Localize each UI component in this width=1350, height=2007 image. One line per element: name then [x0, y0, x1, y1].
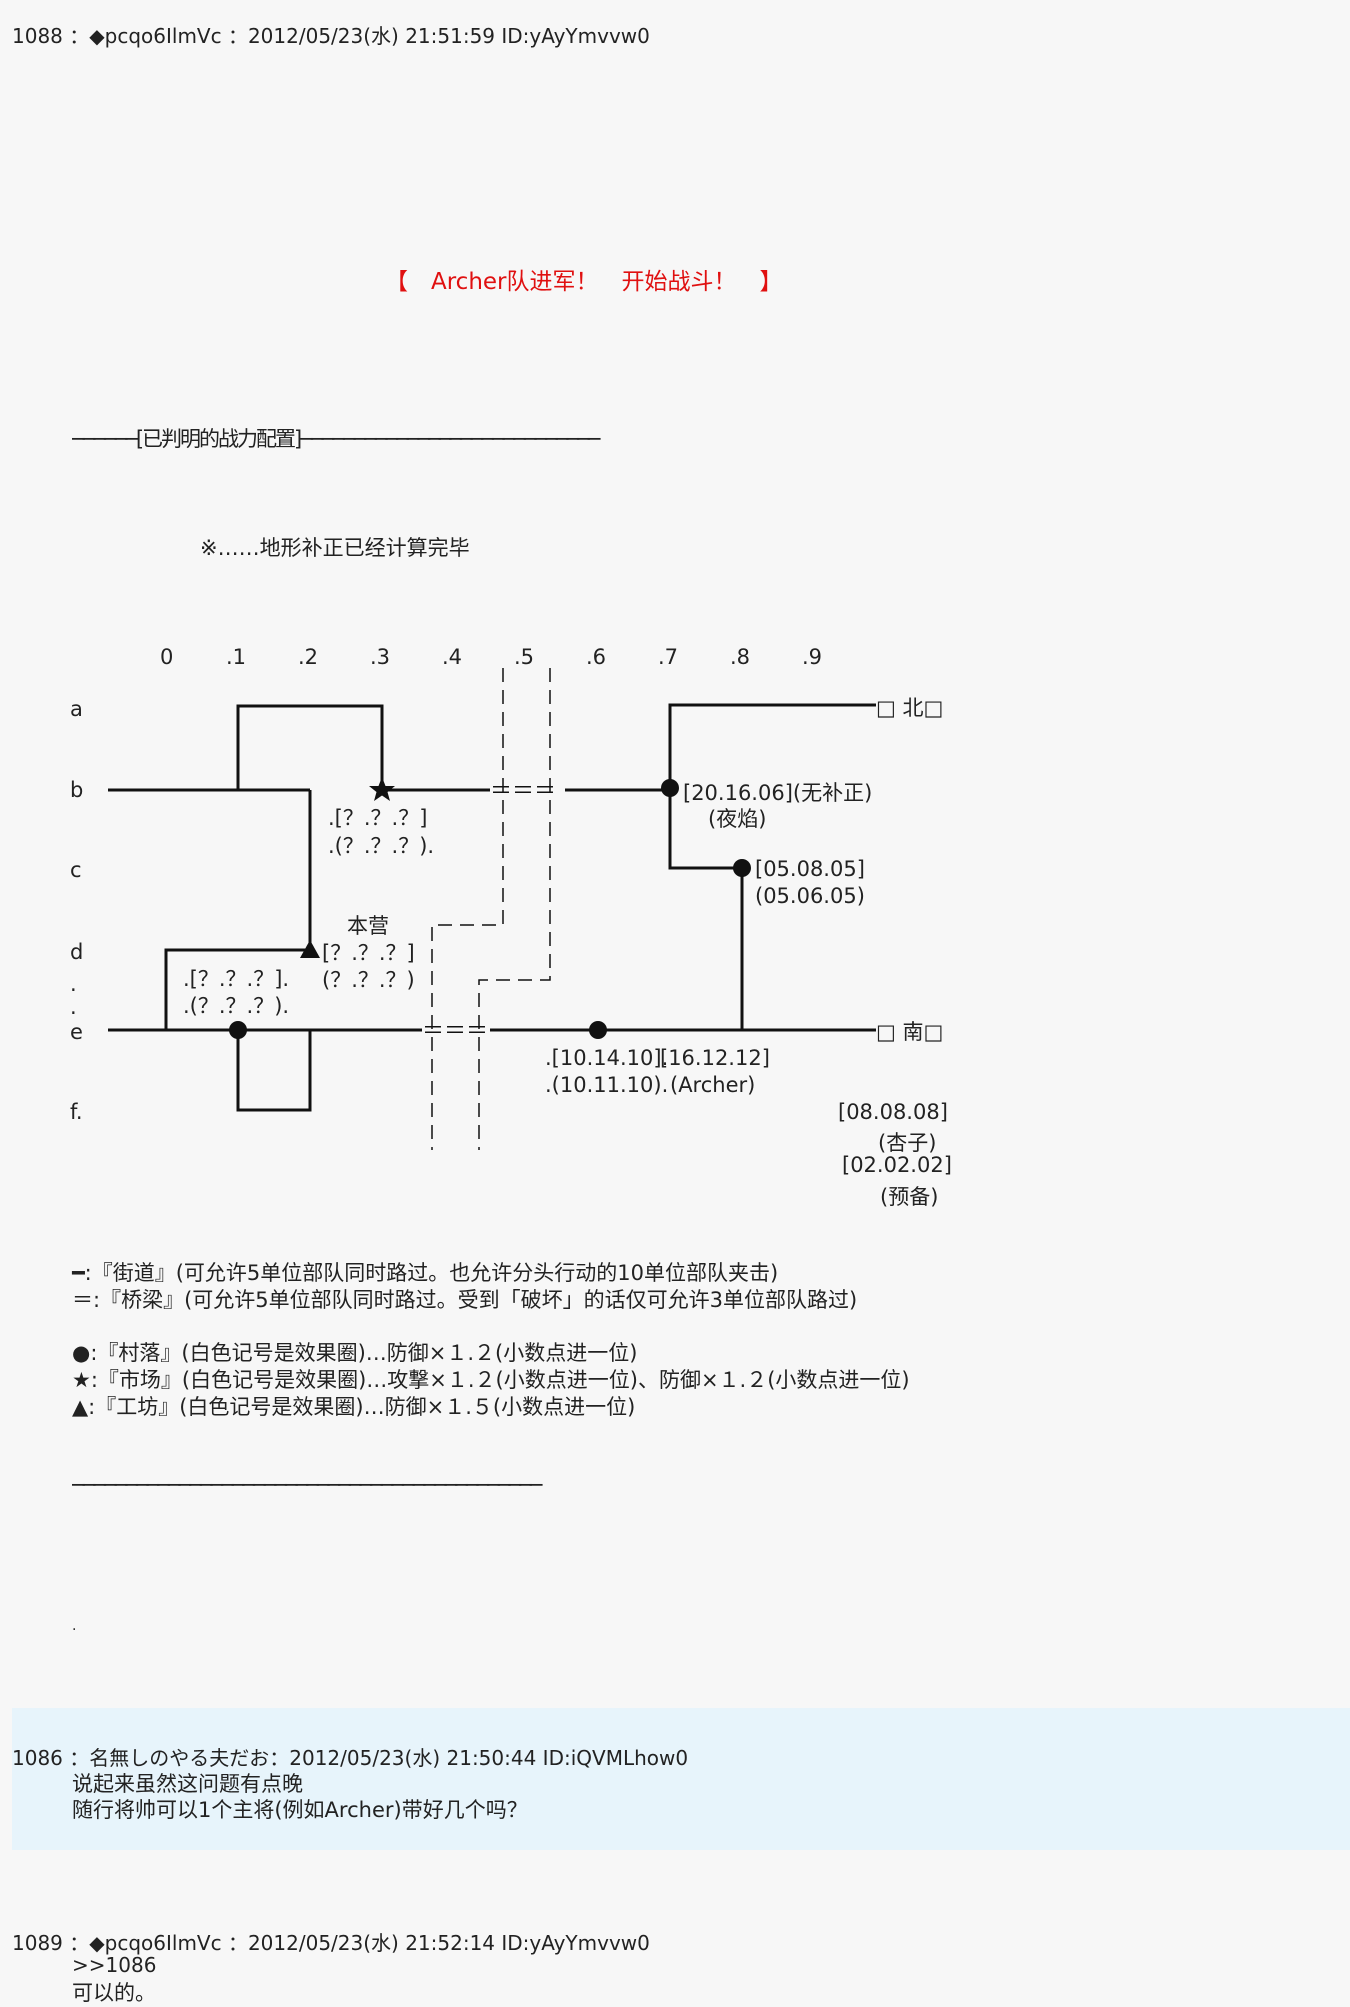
- road-segment: [164, 948, 310, 1030]
- section-title: ──────[已判明的战力配置]────────────────────────…: [72, 427, 600, 451]
- row-label: .: [70, 995, 77, 1019]
- col-label: .2: [298, 645, 319, 669]
- row-label: .: [70, 972, 77, 996]
- headquarters-stats-sub: (？.？.？): [322, 968, 415, 992]
- village-node-b-yeyan: [661, 779, 679, 797]
- row-label: e: [70, 1020, 83, 1044]
- post-header: 1089 ：◆pcqo6IlmVc ：2012/05/23(水) 21:52:1…: [12, 1931, 650, 1955]
- e-mid-stats: .[10.14.10].: [545, 1046, 669, 1070]
- anzu-stats: [08.08.08]: [838, 1100, 948, 1124]
- reply-link[interactable]: >>1086: [72, 1953, 157, 1977]
- post-1089: 1089 ：◆pcqo6IlmVc ：2012/05/23(水) 21:52:1…: [12, 1910, 1350, 2005]
- col-label: .9: [802, 645, 823, 669]
- post-line: 说起来虽然这问题有点晚: [72, 1772, 303, 1796]
- post-line: 随行将帅可以1个主将(例如Archer)带好几个吗？: [72, 1798, 528, 1822]
- row-label: c: [70, 858, 82, 882]
- battle-map: ＝＝＝ ＝＝＝: [108, 668, 876, 1150]
- row-label: f.: [70, 1100, 83, 1124]
- market-node-star: [369, 777, 395, 801]
- c-node-stats-sub: (05.06.05): [755, 884, 865, 908]
- yeyan-name: (夜焰): [708, 807, 767, 831]
- section-rule: ────────────────────────────────────────…: [72, 1473, 542, 1497]
- col-label: .1: [226, 645, 247, 669]
- e-mid-stats-sub: .(10.11.10).: [545, 1073, 669, 1097]
- road-segment: [668, 703, 876, 790]
- legend-village: ●:『村落』(白色记号是效果圈)…防御×１.２(小数点进一位): [72, 1341, 638, 1365]
- col-label: .5: [514, 645, 535, 669]
- north-exit: □ 北□: [876, 696, 944, 720]
- legend-road: ━:『街道』(可允许5单位部队同时路过。也允许分头行动的10单位部队夹击): [72, 1261, 779, 1285]
- map-legend: ━:『街道』(可允许5单位部队同时路过。也允许分头行动的10单位部队夹击) ＝:…: [72, 1260, 910, 1421]
- star-stats: .[？.？.？]: [328, 806, 428, 830]
- headquarters-stats: [？.？.？]: [322, 941, 415, 965]
- river-line: [431, 668, 504, 1150]
- legend-workshop: ▲:『工坊』(白色记号是效果圈)…防御×１.５(小数点进一位): [72, 1395, 636, 1419]
- road-segment: [236, 1030, 312, 1112]
- col-label: .7: [658, 645, 679, 669]
- archer-name: (Archer): [670, 1073, 756, 1097]
- village-node-c: [733, 859, 751, 877]
- village-node-e-mid: [589, 1021, 607, 1039]
- col-label: .6: [586, 645, 607, 669]
- terrain-note: ※……地形补正已经计算完毕: [200, 536, 470, 560]
- col-label: 0: [160, 645, 174, 669]
- col-label: .3: [370, 645, 391, 669]
- workshop-node-triangle: [300, 940, 320, 958]
- post-1088: 1088 ：◆pcqo6IlmVc ：2012/05/23(水) 21:51:5…: [12, 24, 952, 1634]
- south-exit: □ 南□: [876, 1020, 944, 1044]
- legend-market: ★:『市场』(白色记号是效果圈)…攻撃×１.２(小数点进一位)、防御×１.２(小…: [72, 1368, 910, 1392]
- row-label: a: [70, 697, 83, 721]
- e-left-stats-sub: .(？.？.？).: [183, 994, 290, 1018]
- anzu-name: (杏子): [878, 1131, 937, 1155]
- reserve-stats: [02.02.02]: [842, 1153, 952, 1177]
- c-node-stats: [05.08.05]: [755, 857, 865, 881]
- post-1086: 1086 ：名無しのやる夫だお：2012/05/23(水) 21:50:44 I…: [12, 1708, 1350, 1850]
- bridge-b: ＝＝＝: [490, 779, 556, 804]
- post-line: 可以的。: [72, 1981, 156, 2005]
- star-stats-sub: .(？.？.？).: [328, 834, 435, 858]
- reserve-name: (预备): [880, 1185, 939, 1209]
- post-header: 1086 ：名無しのやる夫だお：2012/05/23(水) 21:50:44 I…: [12, 1746, 689, 1770]
- road-segment: [668, 790, 744, 1030]
- e-left-stats: .[？.？.？].: [183, 967, 290, 991]
- village-node-e-left: [229, 1021, 247, 1039]
- post-tail: .: [72, 1618, 77, 1634]
- legend-bridge: ＝:『桥梁』(可允许5单位部队同时路过。受到「破坏」的话仅可允许3单位部队路过): [72, 1288, 858, 1312]
- post-header: 1088 ：◆pcqo6IlmVc ：2012/05/23(水) 21:51:5…: [12, 24, 650, 48]
- col-label: .4: [442, 645, 463, 669]
- headquarters-label: 本营: [347, 914, 389, 938]
- archer-stats: [16.12.12]: [660, 1046, 770, 1070]
- battle-banner: 【 Archer队进军！ 开始战斗！ 】: [385, 269, 783, 295]
- row-label: d: [70, 940, 84, 964]
- bridge-e: ＝＝＝: [422, 1019, 488, 1044]
- col-label: .8: [730, 645, 751, 669]
- yeyan-stats: [20.16.06](无补正): [683, 781, 873, 805]
- river-line: [478, 668, 551, 1150]
- row-label: b: [70, 778, 84, 802]
- road-segment: [236, 704, 384, 790]
